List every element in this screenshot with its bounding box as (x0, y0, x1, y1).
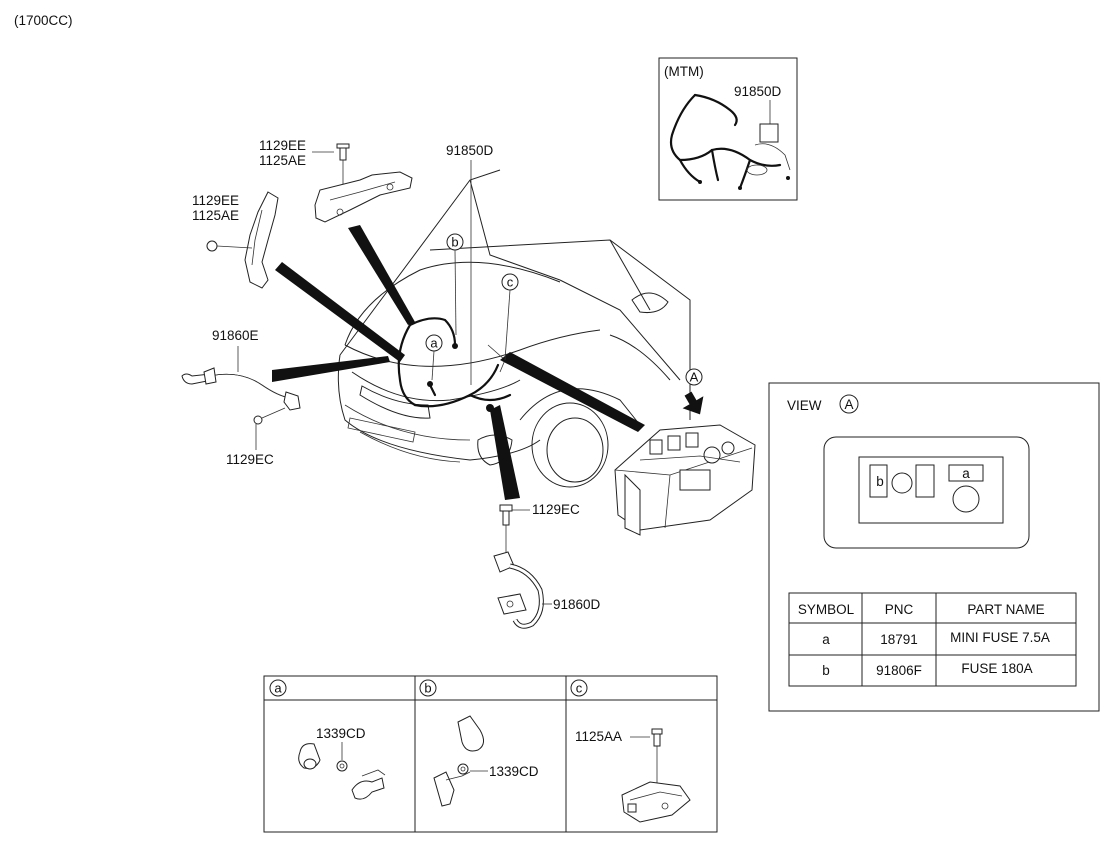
detail-c-part-label: 1125AA (575, 729, 622, 744)
mtm-part-label: 91850D (734, 84, 782, 99)
detail-b-part-label: 1339CD (489, 764, 539, 779)
callout-b-on-car: b (446, 233, 464, 336)
part-1129ee-left-label: 1129EE (192, 193, 239, 208)
leader-wedges (272, 225, 645, 500)
part-1125ae-top-label: 1125AE (259, 153, 306, 168)
table-header-part-name: PART NAME (967, 602, 1044, 617)
mtm-title: (MTM) (664, 64, 704, 79)
left-bracket (206, 191, 279, 289)
detail-boxes: a 1339CD b 1339CD c 1125AA (263, 675, 718, 833)
detail-c-illustration (621, 728, 691, 823)
detail-a-marker: a (274, 681, 282, 696)
detail-c-marker: c (576, 681, 583, 696)
fuse-box: A (614, 368, 756, 536)
table-cell: 91806F (876, 663, 922, 678)
part-91860d-label: 91860D (553, 597, 601, 612)
detail-b-illustration (433, 715, 484, 807)
svg-text:c: c (507, 275, 514, 290)
part-1125ae-left-label: 1125AE (192, 208, 239, 223)
fuse-b-label: b (876, 474, 884, 489)
table-cell: b (822, 663, 830, 678)
callout-a-on-car: a (425, 334, 443, 381)
fuse-a-label: a (962, 466, 970, 481)
mtm-inset: (MTM) 91850D (658, 57, 798, 201)
svg-text:b: b (451, 235, 458, 250)
battery-cable-91860e (181, 367, 301, 425)
table-cell: MINI FUSE 7.5A (950, 630, 1050, 645)
part-91850d-label: 91850D (446, 143, 494, 158)
car-illustration (337, 169, 691, 488)
table-cell: a (822, 632, 830, 647)
engine-label: (1700CC) (14, 13, 73, 28)
svg-text:A: A (690, 370, 699, 385)
top-bracket (314, 143, 413, 223)
callout-c-on-car: c (501, 273, 519, 361)
ground-cable-91860d (493, 551, 544, 629)
view-a-panel: VIEW A b a SYMBOL PNC PART NAME a 18791 … (768, 382, 1100, 712)
part-1129ee-top-label: 1129EE (259, 138, 306, 153)
table-header-symbol: SYMBOL (798, 602, 855, 617)
view-title: VIEW (787, 398, 822, 413)
table-cell: FUSE 180A (961, 661, 1032, 676)
part-91860e-label: 91860E (212, 328, 259, 343)
table-cell: 18791 (880, 632, 918, 647)
detail-a-illustration (298, 743, 386, 800)
view-marker: A (844, 397, 853, 412)
detail-a-part-label: 1339CD (316, 726, 366, 741)
table-header-pnc: PNC (885, 602, 914, 617)
svg-text:a: a (430, 336, 438, 351)
ground-bolt-1129ec (499, 504, 530, 526)
part-1129ec-left-label: 1129EC (226, 452, 274, 467)
part-1129ec-mid-label: 1129EC (532, 502, 580, 517)
detail-b-marker: b (424, 681, 431, 696)
